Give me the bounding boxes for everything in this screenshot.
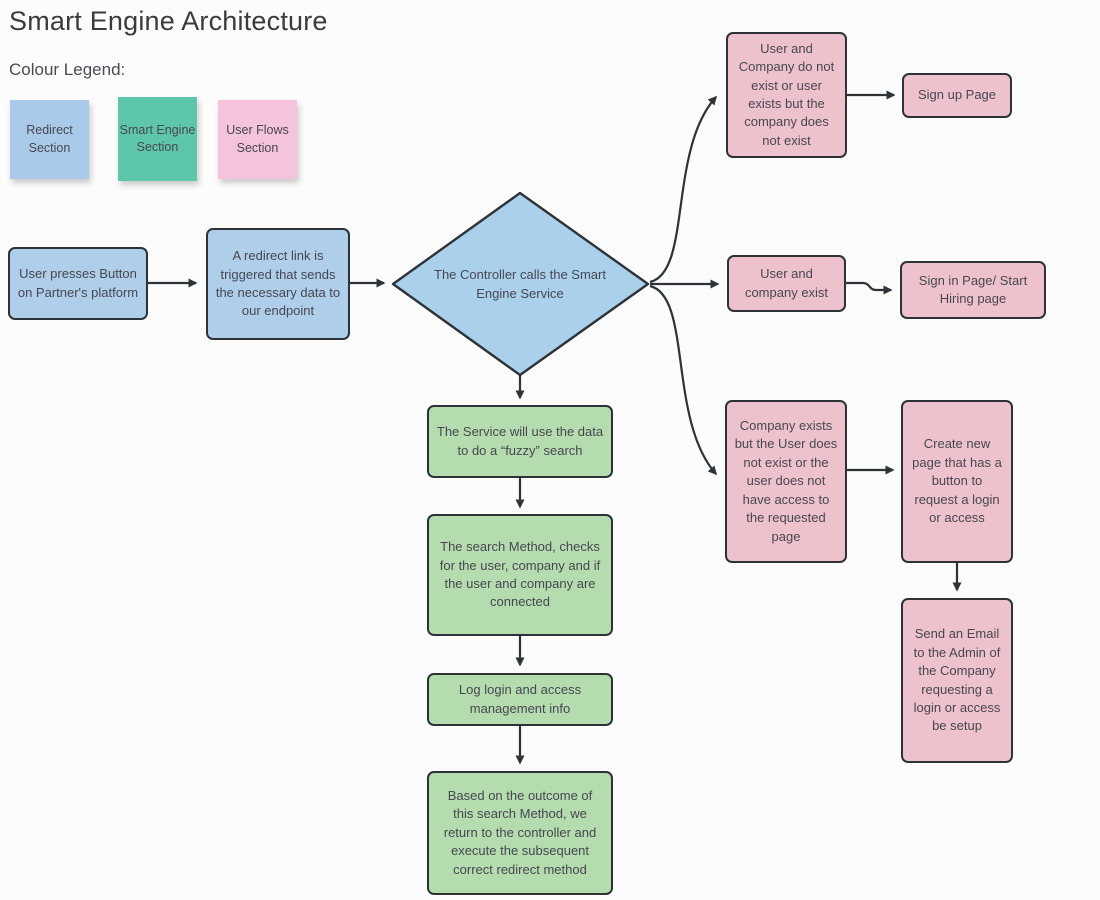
node-cond-access: Company exists but the User does not exi… [725, 400, 847, 563]
legend-label-user-flows-section: User Flows Section [226, 123, 289, 155]
legend-sticky-user-flows-section: User Flows Section [218, 100, 297, 179]
controller-diamond-shape [391, 191, 650, 377]
node-fuzzy-search: The Service will use the data to do a “f… [427, 405, 613, 478]
edge-controller-to-cond-signup [649, 95, 718, 284]
node-search-method: The search Method, checks for the user, … [427, 514, 613, 636]
node-cond-signup: User and Company do not exist or user ex… [726, 32, 847, 158]
node-create-page: Create new page that has a button to req… [901, 400, 1013, 563]
node-cond-signin: User and company exist [727, 255, 846, 312]
node-signup-page: Sign up Page [902, 73, 1012, 118]
legend-sticky-redirect-section: Redirect Section [10, 100, 89, 179]
legend-label-smart-engine-section: Smart Engine Section [119, 122, 196, 155]
node-user-presses: User presses Button on Partner's platfor… [8, 247, 148, 320]
page-title: Smart Engine Architecture [9, 6, 328, 36]
legend-label-redirect-section: Redirect Section [26, 123, 73, 155]
node-signin-page: Sign in Page/ Start Hiring page [900, 261, 1046, 319]
edge-controller-to-cond-access [649, 284, 717, 476]
node-log-info: Log login and access management info [427, 673, 613, 726]
legend-heading: Colour Legend: [9, 60, 126, 79]
edge-cond-signin-to-signin-page [846, 281, 893, 295]
node-send-email: Send an Email to the Admin of the Compan… [901, 598, 1013, 763]
node-redirect-link: A redirect link is triggered that sends … [206, 228, 350, 340]
legend-sticky-smart-engine-section: Smart Engine Section [118, 97, 197, 181]
node-outcome: Based on the outcome of this search Meth… [427, 771, 613, 895]
node-controller-label: The Controller calls the Smart Engine Se… [434, 267, 606, 301]
